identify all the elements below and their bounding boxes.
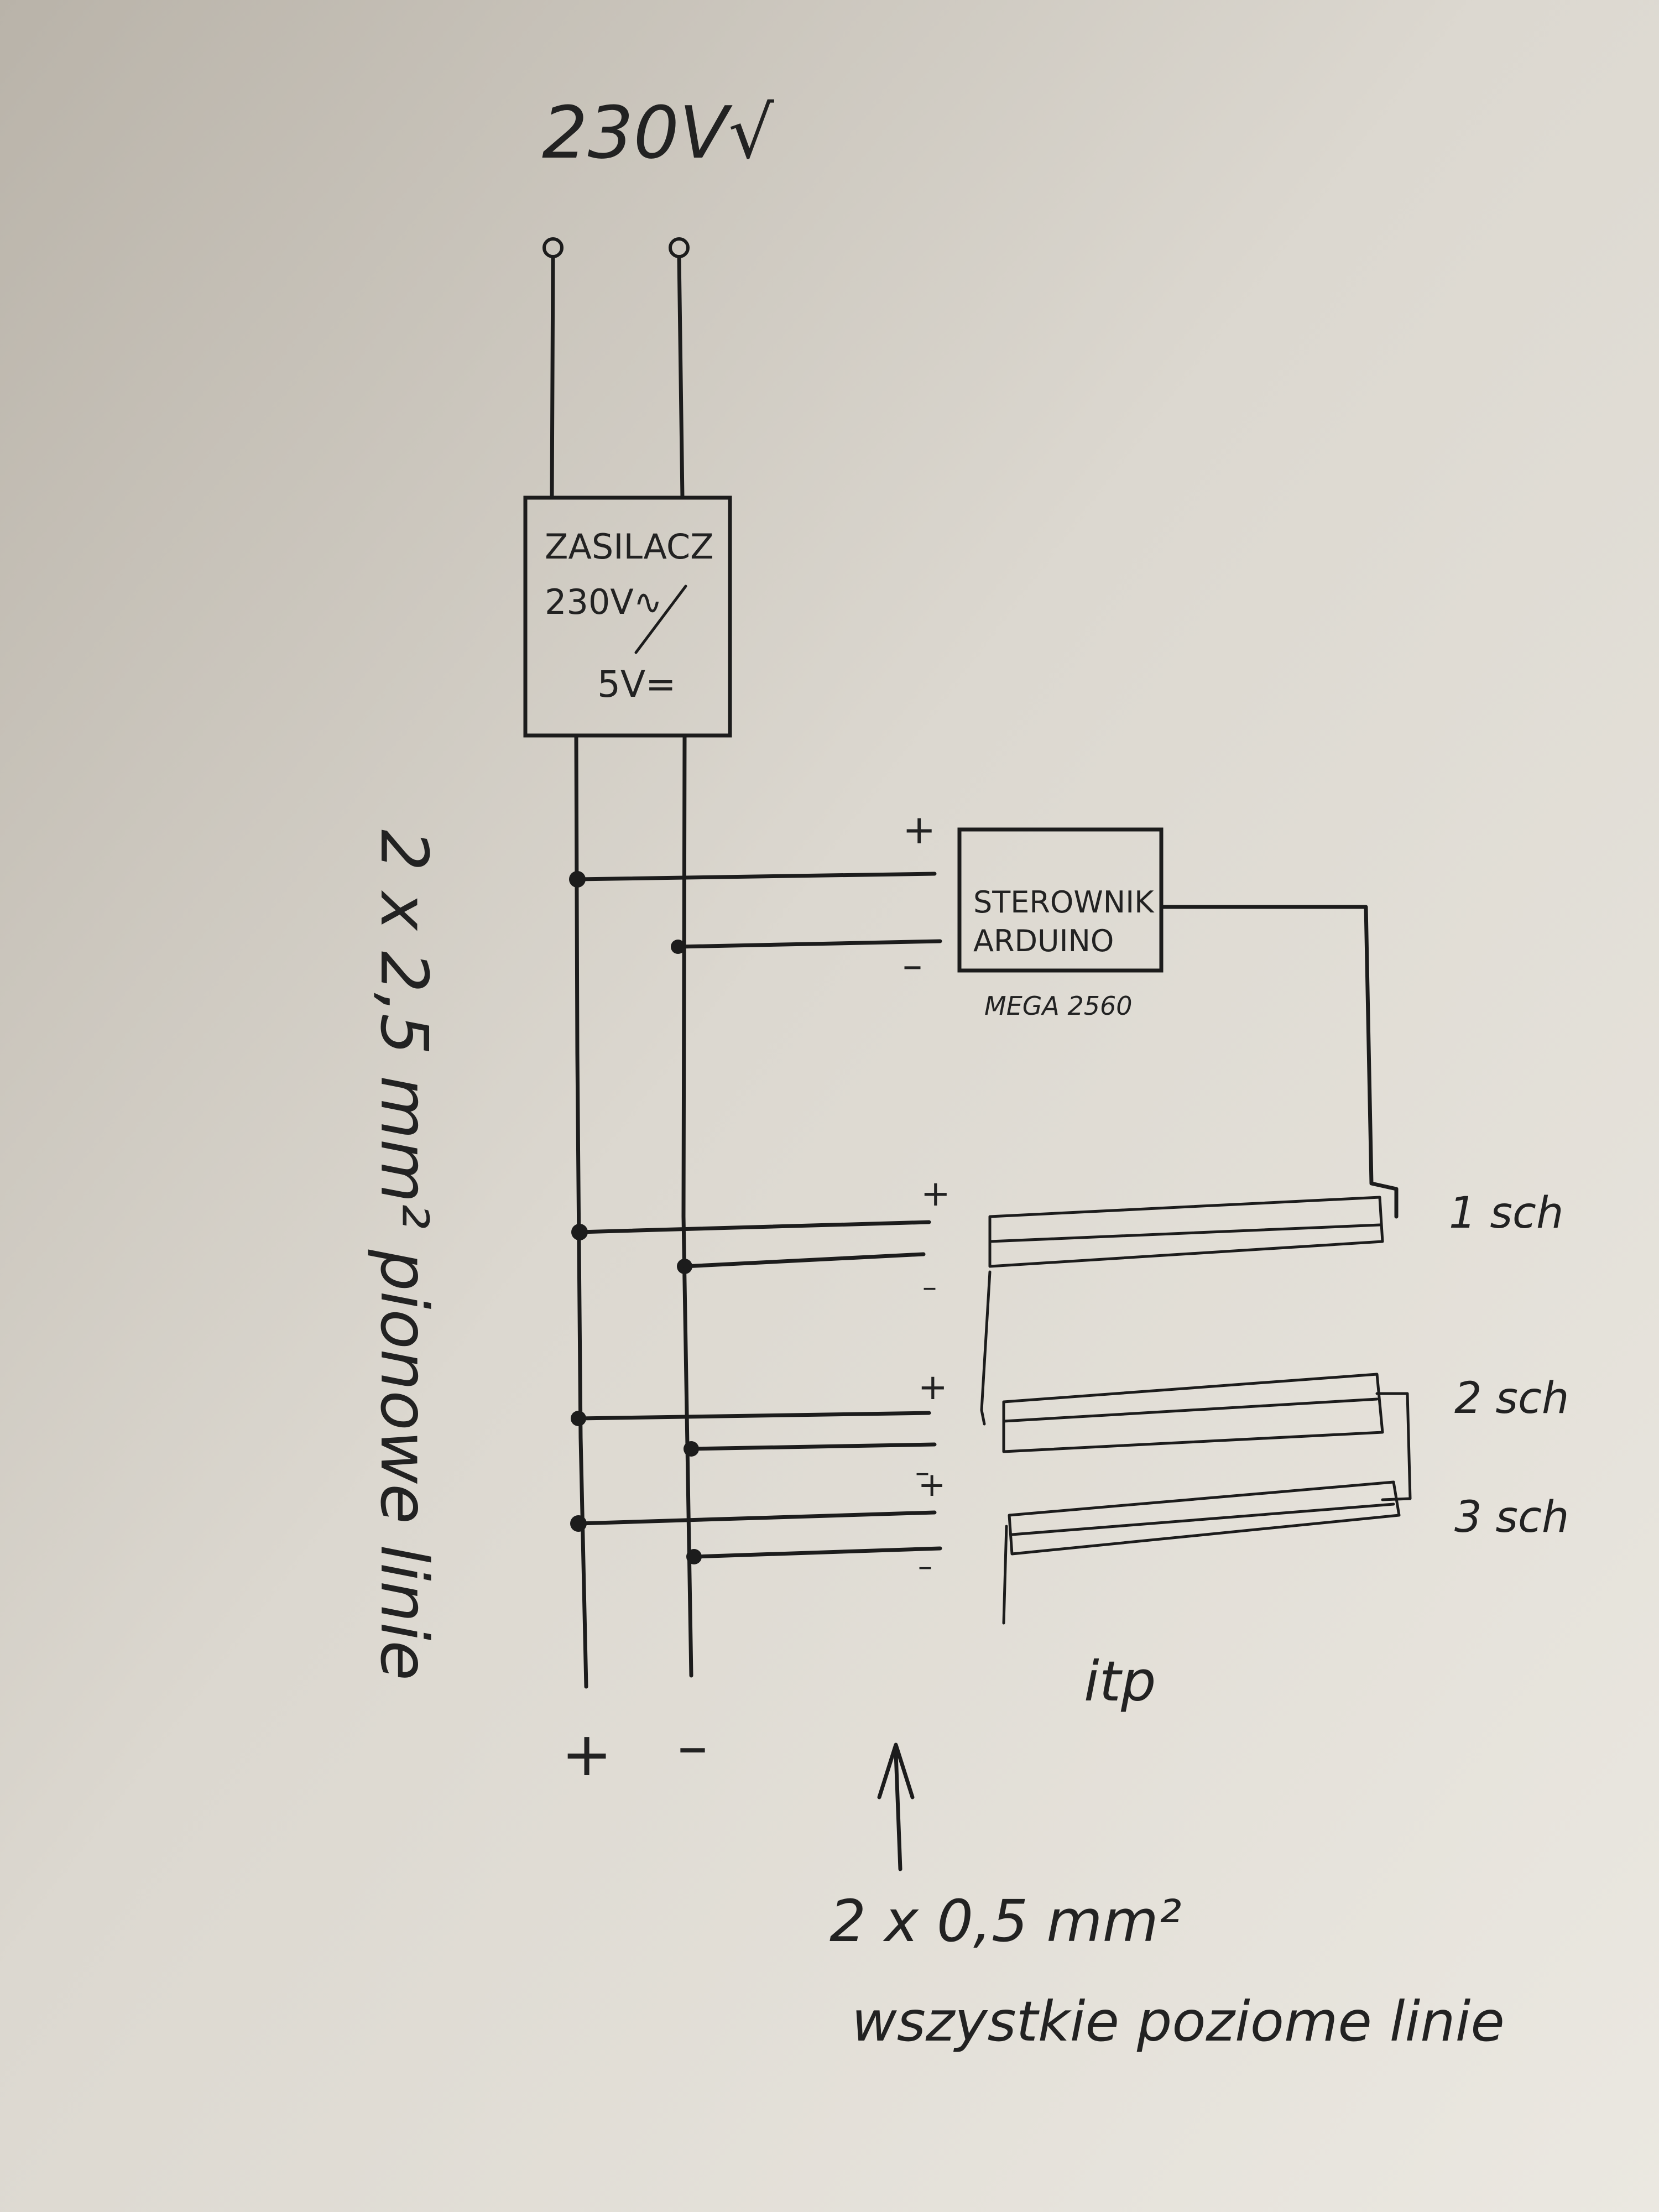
controller-plus-label: + xyxy=(902,806,936,853)
wire-step1-minus xyxy=(682,1252,926,1269)
controller-output-wire xyxy=(1159,905,1399,1219)
step2-strip xyxy=(1002,1373,1384,1453)
power-supply-line1: ZASILACZ xyxy=(545,526,714,567)
step3-continuation xyxy=(1002,1525,1008,1625)
step3-label: 3 sch xyxy=(1454,1493,1569,1542)
wire-controller-minus xyxy=(676,939,942,949)
rail-minus xyxy=(681,733,693,1678)
power-supply-line3: 5V= xyxy=(597,663,676,706)
arrow-up xyxy=(877,1743,915,1871)
rail-plus xyxy=(574,733,588,1689)
controller-line2: ARDUINO xyxy=(973,924,1114,958)
rail-minus-label: – xyxy=(677,1710,708,1781)
step2-label: 2 sch xyxy=(1454,1374,1569,1423)
controller-model: MEGA 2560 xyxy=(984,991,1133,1021)
step1-plus-label: + xyxy=(921,1173,951,1214)
power-supply-divider xyxy=(634,585,687,654)
step2-plus-label: + xyxy=(918,1367,948,1408)
controller-minus-label: – xyxy=(902,942,922,988)
etc-label: itp xyxy=(1084,1649,1156,1714)
wire-controller-plus xyxy=(575,872,937,881)
power-supply-box xyxy=(523,495,732,738)
vertical-cable-note: 2 x 2,5 mm² pionowe linie xyxy=(366,830,442,1681)
rail-plus-label: + xyxy=(561,1719,612,1790)
wire-step3-minus xyxy=(692,1546,942,1559)
step1-minus-label: – xyxy=(922,1271,937,1304)
controller-line1: STEROWNIK xyxy=(973,885,1155,920)
step3-minus-label: – xyxy=(918,1550,932,1583)
wire-step1-plus xyxy=(577,1220,931,1234)
step2-minus-label: – xyxy=(915,1456,930,1489)
mains-wire-right xyxy=(677,255,685,500)
step3-plus-label: + xyxy=(918,1465,946,1504)
wire-step2-plus xyxy=(576,1411,931,1421)
power-supply-line2: 230V∿ xyxy=(545,582,662,622)
controller-box xyxy=(957,827,1164,973)
wire-step2-minus xyxy=(689,1442,937,1451)
wire-step3-plus xyxy=(576,1510,937,1526)
link-step1-step2 xyxy=(980,1270,992,1426)
step1-label: 1 sch xyxy=(1449,1188,1563,1238)
step1-strip xyxy=(988,1196,1384,1268)
step3-strip xyxy=(1008,1480,1401,1556)
mains-wire-left xyxy=(550,255,555,500)
horizontal-cable-note-line2: wszystkie poziome linie xyxy=(852,1989,1505,2054)
horizontal-cable-note-line1: 2 x 0,5 mm² xyxy=(830,1887,1182,1955)
supply-label: 230V√ xyxy=(542,91,774,175)
